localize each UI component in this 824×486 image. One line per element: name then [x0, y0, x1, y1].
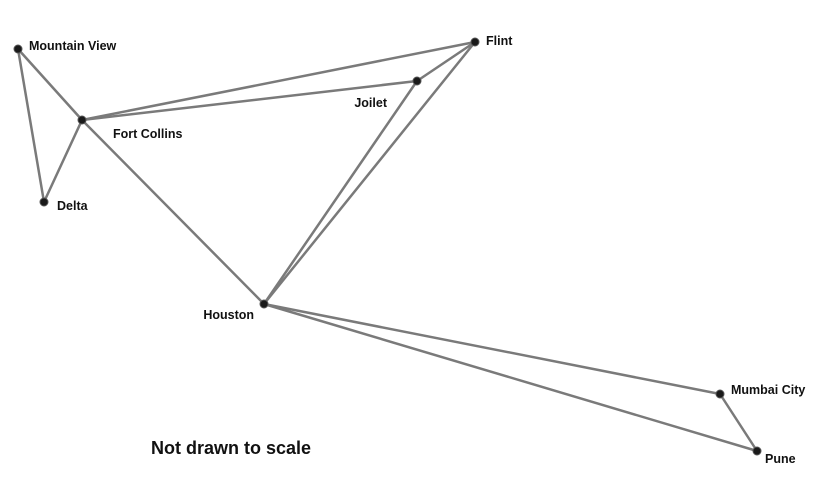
- edge-houston-pune: [262, 302, 759, 453]
- node-pune: [752, 446, 762, 456]
- node-mumbai-city: [715, 389, 725, 399]
- edge-houston-mumbai-city: [262, 302, 722, 396]
- node-flint: [470, 37, 480, 47]
- node-houston: [259, 299, 269, 309]
- edge-joilet-flint: [415, 40, 477, 83]
- nodes-layer: [13, 37, 762, 456]
- edge-mumbai-city-pune: [718, 392, 759, 453]
- node-label-mountain-view: Mountain View: [29, 39, 117, 53]
- scale-note: Not drawn to scale: [151, 438, 312, 458]
- node-label-joilet: Joilet: [354, 96, 387, 110]
- node-fort-collins: [77, 115, 87, 125]
- edge-mountain-view-delta: [16, 47, 46, 204]
- edge-fort-collins-houston: [80, 118, 266, 306]
- edge-houston-flint: [262, 40, 477, 306]
- node-label-flint: Flint: [486, 34, 513, 48]
- node-label-delta: Delta: [57, 199, 89, 213]
- node-delta: [39, 197, 49, 207]
- node-label-fort-collins: Fort Collins: [113, 127, 182, 141]
- edge-houston-joilet: [262, 79, 419, 306]
- edge-fort-collins-flint: [80, 40, 477, 122]
- edge-fort-collins-joilet: [80, 79, 419, 122]
- edge-delta-fort-collins: [42, 118, 84, 204]
- node-label-pune: Pune: [765, 452, 796, 466]
- edge-mountain-view-fort-collins: [16, 47, 84, 122]
- node-label-mumbai-city: Mumbai City: [731, 383, 805, 397]
- node-label-houston: Houston: [203, 308, 254, 322]
- node-mountain-view: [13, 44, 23, 54]
- edges-layer: [16, 40, 759, 453]
- node-joilet: [412, 76, 422, 86]
